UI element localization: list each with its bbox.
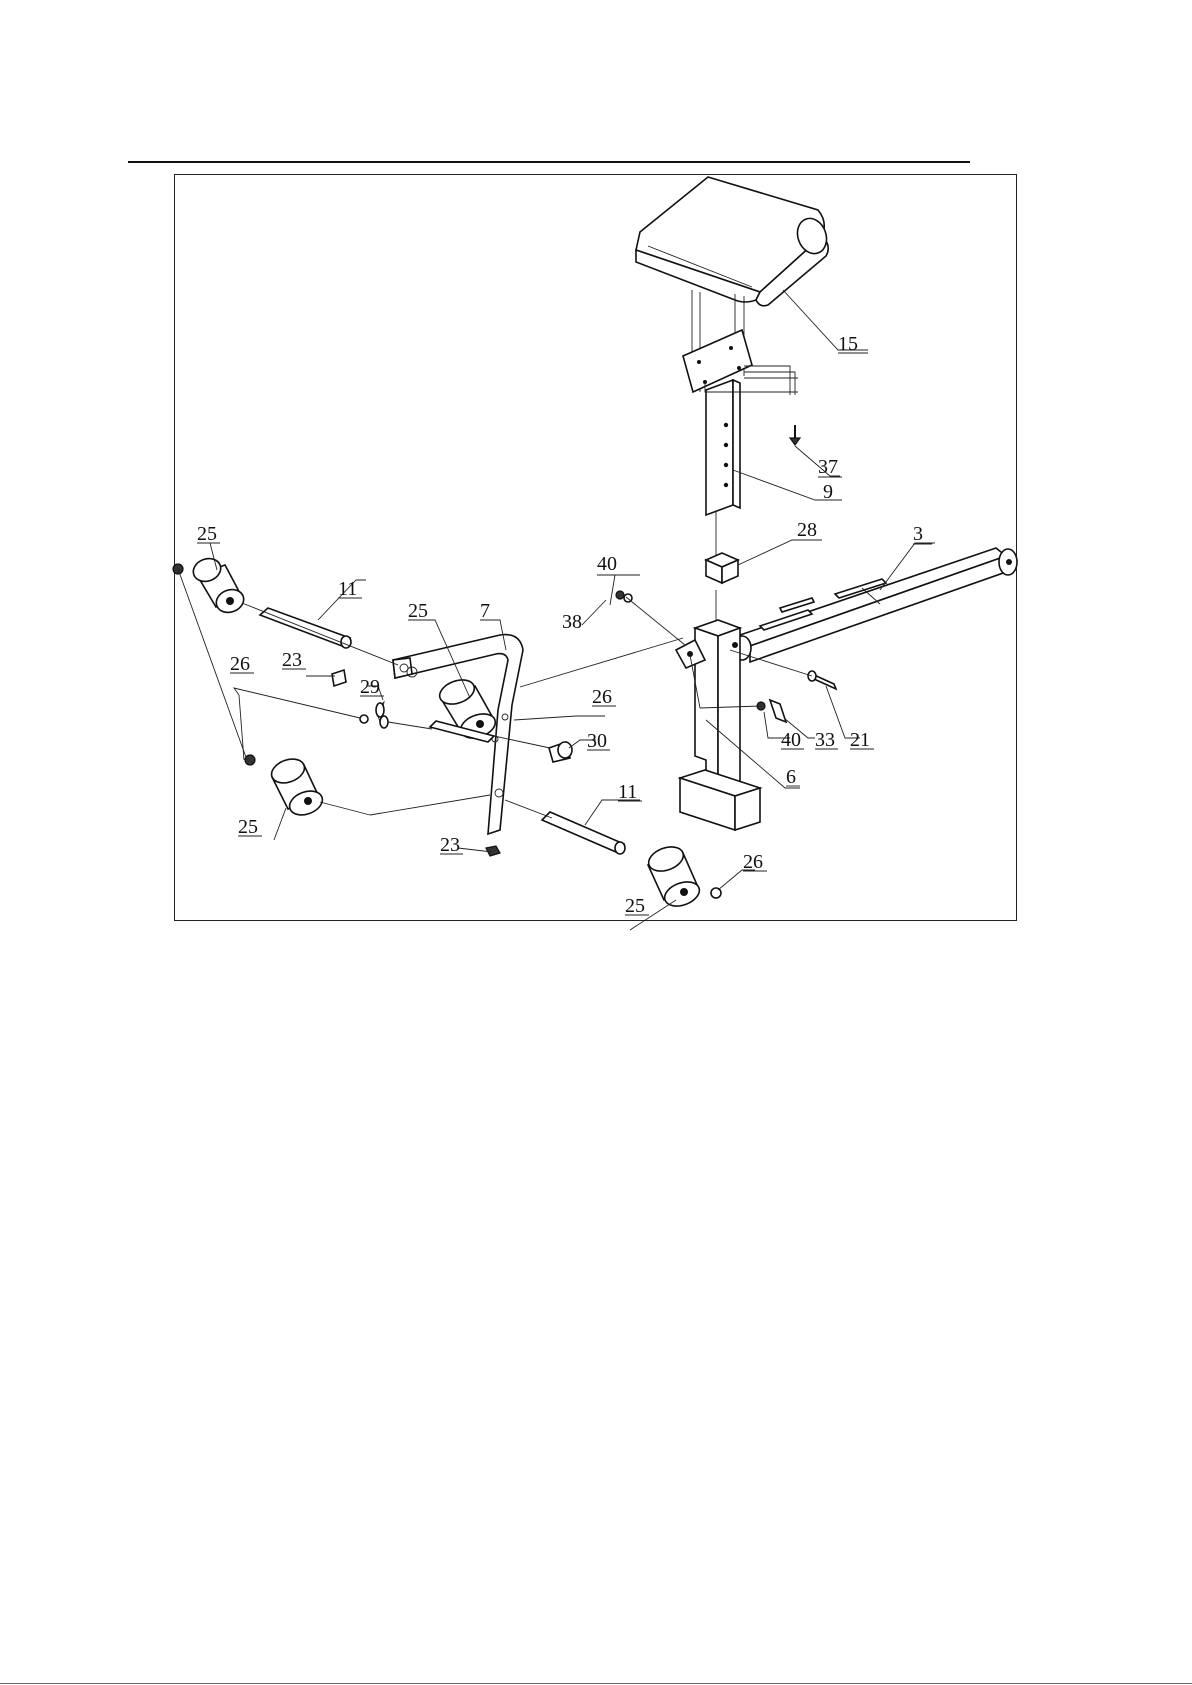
label-30: 30 — [587, 730, 607, 752]
label-11-lower: 11 — [618, 781, 637, 803]
label-15: 15 — [838, 333, 858, 355]
label-6: 6 — [786, 766, 796, 788]
label-9: 9 — [823, 481, 833, 503]
label-25-center: 25 — [408, 600, 428, 622]
label-33: 33 — [815, 729, 835, 751]
roller-25-upper-left — [190, 555, 247, 616]
roller-25-lower-left — [268, 755, 325, 819]
label-38: 38 — [562, 611, 582, 633]
arm-pad-part — [636, 177, 831, 306]
label-7: 7 — [480, 600, 490, 622]
label-3: 3 — [913, 523, 923, 545]
label-26-left: 26 — [230, 653, 250, 675]
label-40-upper: 40 — [597, 553, 617, 575]
label-37: 37 — [818, 456, 838, 478]
roller-25-lower-right — [645, 843, 702, 911]
square-plug-part — [706, 553, 738, 583]
label-23-lower: 23 — [440, 834, 460, 856]
label-26-right: 26 — [743, 851, 763, 873]
screw-37-part — [790, 425, 800, 445]
label-25-lower-left: 25 — [238, 816, 258, 838]
label-23-upper: 23 — [282, 649, 302, 671]
label-25-upper-left: 25 — [197, 523, 217, 545]
label-26-center: 26 — [592, 686, 612, 708]
roller-shaft-11-lower — [542, 812, 625, 854]
label-21: 21 — [850, 729, 870, 751]
main-support-tube-part — [733, 548, 1017, 662]
label-40-lower: 40 — [781, 729, 801, 751]
label-25-lower-right: 25 — [625, 895, 645, 917]
label-29: 29 — [360, 676, 380, 698]
label-28: 28 — [797, 519, 817, 541]
label-11-upper: 11 — [338, 578, 357, 600]
